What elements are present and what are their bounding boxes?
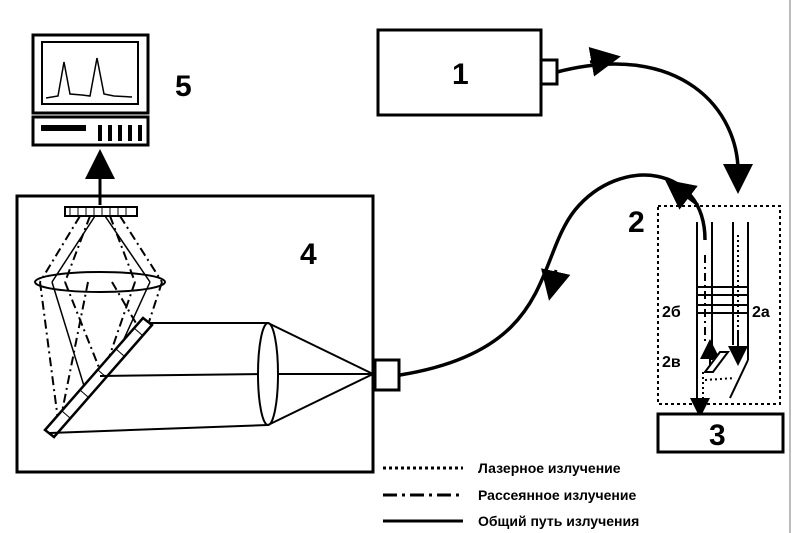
legend-common-text: Общий путь излучения xyxy=(478,513,639,529)
probe-label: 2 xyxy=(628,206,645,239)
probe-tube xyxy=(696,222,749,399)
laser-output-port xyxy=(539,58,559,86)
computer-device xyxy=(31,33,150,147)
sample-label: 3 xyxy=(709,419,726,452)
diffraction-grating xyxy=(43,316,154,439)
focusing-lens xyxy=(34,271,166,293)
disk-drive xyxy=(41,125,86,131)
probe-2c-label: 2в xyxy=(662,354,681,371)
probe-2b-label: 2б xyxy=(662,304,681,321)
legend-laser-text: Лазерное излучение xyxy=(478,460,621,476)
probe-2a-label: 2а xyxy=(752,304,770,321)
spectrometer-box xyxy=(15,194,375,474)
collimating-lens xyxy=(257,322,279,426)
sample-box xyxy=(656,412,785,454)
spectrum-trace xyxy=(45,57,133,99)
legend-scatter-text: Рассеянное излучение xyxy=(478,487,636,503)
detector-plate xyxy=(64,206,138,217)
excitation-fiber xyxy=(556,62,740,176)
legend: Лазерное излучение Рассеянное излучение … xyxy=(383,460,639,529)
probe-boundary xyxy=(657,205,781,405)
laser-label: 1 xyxy=(452,58,469,91)
computer-label: 5 xyxy=(175,70,192,103)
collimated-beam xyxy=(49,322,269,434)
spectrometer-fiber-port xyxy=(373,358,401,392)
spectrometer-label: 4 xyxy=(300,238,317,271)
